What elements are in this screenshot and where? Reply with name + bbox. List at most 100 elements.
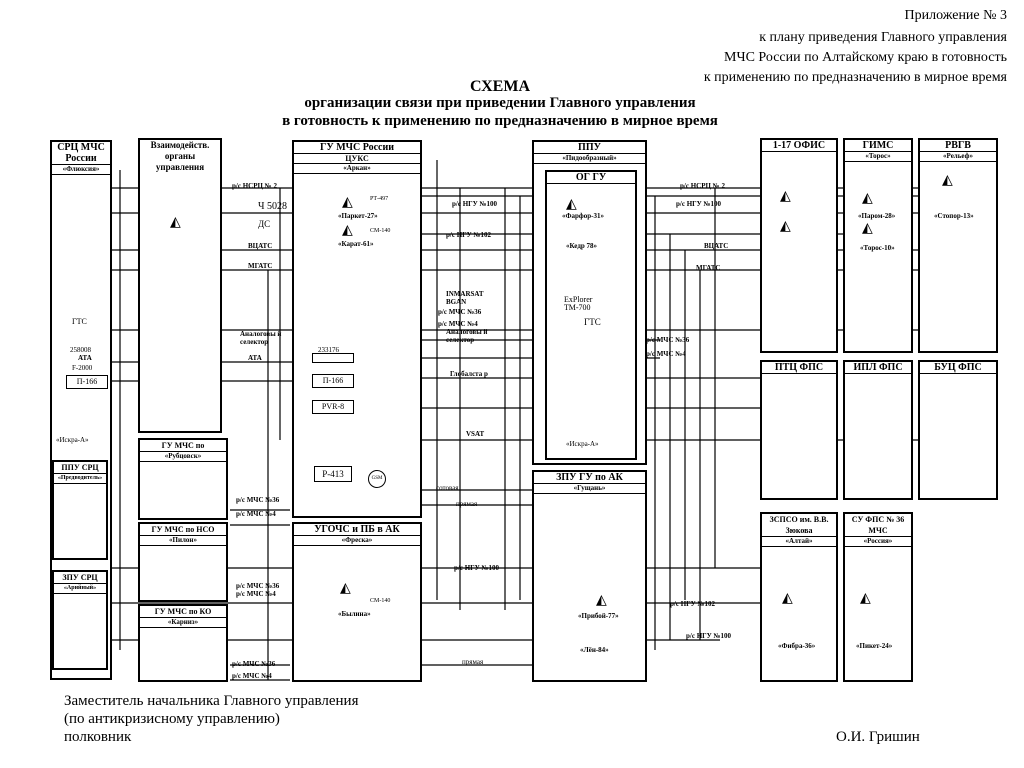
gu-ko-head: ГУ МЧС по КО <box>140 606 226 618</box>
antenna-icon: ◭ <box>170 215 181 230</box>
label-analog-selector: Аналоговы й селектор <box>240 330 282 346</box>
label-rs-mchs4-d: р/с МЧС №4 <box>236 590 276 598</box>
antenna-icon: ◭ <box>862 221 873 236</box>
label-rs-mchs4-b: р/с МЧС №4 <box>646 350 686 358</box>
label-gts: ГТС <box>72 317 87 326</box>
signature-line-1: Заместитель начальника Главного управлен… <box>64 693 359 709</box>
label-rs-ngu100-d: р/с НГУ №100 <box>454 564 500 572</box>
label-iskra: «Искра-А» <box>566 440 599 448</box>
rvgv-head: РВГВ <box>920 140 996 152</box>
sufps-sub: «Россия» <box>845 537 911 547</box>
gims-head: ГИМС <box>845 140 911 152</box>
signature-line-2: (по антикризисному управлению) <box>64 711 280 727</box>
title-schema: СХЕМА <box>469 78 531 95</box>
ofis-box: 1-17 ОФИС <box>760 138 838 353</box>
src-head: СРЦ МЧС России <box>52 142 110 165</box>
ata-box <box>312 353 354 363</box>
gu-nso-head: ГУ МЧС по НСО <box>140 524 226 536</box>
ptc-head: ПТЦ ФПС <box>762 362 836 374</box>
appendix-line-2: к плану приведения Главного управления <box>759 30 1007 45</box>
label-pryamaya: прямая <box>456 500 478 508</box>
label-kedr: «Кедр 78» <box>566 242 598 250</box>
pvr8-box: PVR-8 <box>312 400 354 414</box>
label-toros10: «Торос-10» <box>860 244 895 252</box>
title-line-2: организации связи при приведении Главног… <box>304 95 696 111</box>
ppu-src-box: ППУ СРЦ «Предводитель» <box>52 460 108 560</box>
zpu-src-head: ЗПУ СРЦ <box>54 572 106 584</box>
gims-sub: «Торос» <box>845 152 911 162</box>
ugochs-head: УГОЧС и ПБ в АК <box>294 524 420 536</box>
ppu-src-sub: «Предводитель» <box>54 474 106 484</box>
label-rt497: РТ-497 <box>370 196 389 202</box>
antenna-icon: ◭ <box>860 591 871 606</box>
label-rs-ngu100-b: р/с НГУ №100 <box>676 200 722 208</box>
label-rs-ngu102: р/с НГУ №102 <box>446 231 492 239</box>
label-f2000: F-2000 <box>72 364 93 372</box>
ofis-head: 1-17 ОФИС <box>762 140 836 152</box>
label-ch5028: Ч 5028 <box>258 201 287 212</box>
label-mgats-2: МГАТС <box>696 264 721 272</box>
ptc-box: ПТЦ ФПС <box>760 360 838 500</box>
antenna-icon: ◭ <box>780 189 791 204</box>
src-sub: «Флюксия» <box>52 165 110 175</box>
appendix-line-3: МЧС России по Алтайскому краю в готовнос… <box>724 50 1007 65</box>
label-ata-2: АТА <box>248 354 262 362</box>
antenna-icon: ◭ <box>780 219 791 234</box>
label-gts-2: ГТС <box>584 317 601 327</box>
appendix-line-1: Приложение № 3 <box>904 8 1008 23</box>
label-258008: 258008 <box>70 346 91 354</box>
gu-rubtsovsk-sub: «Рубцовск» <box>140 452 226 462</box>
signature-line-3: полковник <box>64 729 132 745</box>
signature-name: О.И. Гришин <box>836 729 920 745</box>
label-rs-mchs36-d: р/с МЧС №36 <box>236 582 280 590</box>
zpu-head: ЗПУ ГУ по АК <box>534 472 645 484</box>
label-iskra-2: «Искра-А» <box>56 436 89 444</box>
p166-box: П-166 <box>66 375 108 389</box>
og-gu-box: ОГ ГУ <box>545 170 637 460</box>
label-rs-mchs4-e: р/с МЧС №4 <box>232 672 272 680</box>
gu-rubtsovsk-box: ГУ МЧС по «Рубцовск» <box>138 438 228 520</box>
gu-mchs-box: ГУ МЧС России ЦУКС «Аркан» <box>292 140 422 518</box>
label-rs-nsrc2-b: р/с НСРЦ № 2 <box>680 182 725 190</box>
ugochs-box: УГОЧС и ПБ в АК «Фреска» <box>292 522 422 682</box>
label-rs-mchs36-e: р/с МЧС №36 <box>232 660 276 668</box>
label-inmarsat: INMARSAT BGAN <box>446 290 484 306</box>
label-rs-nsrc2: р/с НСРЦ № 2 <box>232 182 277 190</box>
rvgv-sub: «Рельеф» <box>920 152 996 162</box>
label-ata: АТА <box>78 354 92 362</box>
gims-box: ГИМС «Торос» <box>843 138 913 353</box>
vzaim-head: Взаимодейств. органы управления <box>150 140 210 172</box>
antenna-icon: ◭ <box>942 173 953 188</box>
label-rs-ngu100-c: р/с НГУ №100 <box>686 632 732 640</box>
buc-box: БУЦ ФПС <box>918 360 998 500</box>
ppu-head: ППУ <box>534 142 645 154</box>
zpu-box: ЗПУ ГУ по АК «Гущань» <box>532 470 647 682</box>
label-vcats-2: ВЦАТС <box>704 242 729 250</box>
label-rs-mchs36: р/с МЧС №36 <box>438 308 482 316</box>
antenna-icon: ◭ <box>782 591 793 606</box>
label-cm140-b: СМ-140 <box>370 598 391 604</box>
zpu-sub: «Гущань» <box>534 484 645 494</box>
label-globalstar: Глобалста р <box>450 370 488 378</box>
zpu-src-sub: «Арийный» <box>54 584 106 594</box>
ppu-src-head: ППУ СРЦ <box>54 462 106 474</box>
label-mgats: МГАТС <box>248 262 273 270</box>
gu-mchs-sub1: ЦУКС <box>294 154 420 164</box>
label-priboi: «Прибой-77» <box>578 612 619 620</box>
label-karat: «Карат-61» <box>338 240 374 248</box>
vzaim-box: Взаимодейств. органы управления <box>138 138 222 433</box>
gu-ko-sub: «Карниз» <box>140 618 226 628</box>
label-sotovaya: сотовая <box>436 484 459 492</box>
label-rs-ngu100: р/с НГУ №100 <box>452 200 498 208</box>
antenna-icon: ◭ <box>862 191 873 206</box>
label-vsat: VSAT <box>466 430 485 438</box>
label-bylina: «Былина» <box>338 610 371 618</box>
gu-mchs-sub2: «Аркан» <box>294 164 420 174</box>
zpu-src-box: ЗПУ СРЦ «Арийный» <box>52 570 108 670</box>
label-rs-mchs4: р/с МЧС №4 <box>438 320 478 328</box>
label-vcats: ВЦАТС <box>248 242 273 250</box>
antenna-icon: ◭ <box>342 195 353 210</box>
label-fibra: «Фибра-36» <box>778 642 816 650</box>
ipl-head: ИПЛ ФПС <box>845 362 911 374</box>
p166-box-2: П-166 <box>312 374 354 388</box>
